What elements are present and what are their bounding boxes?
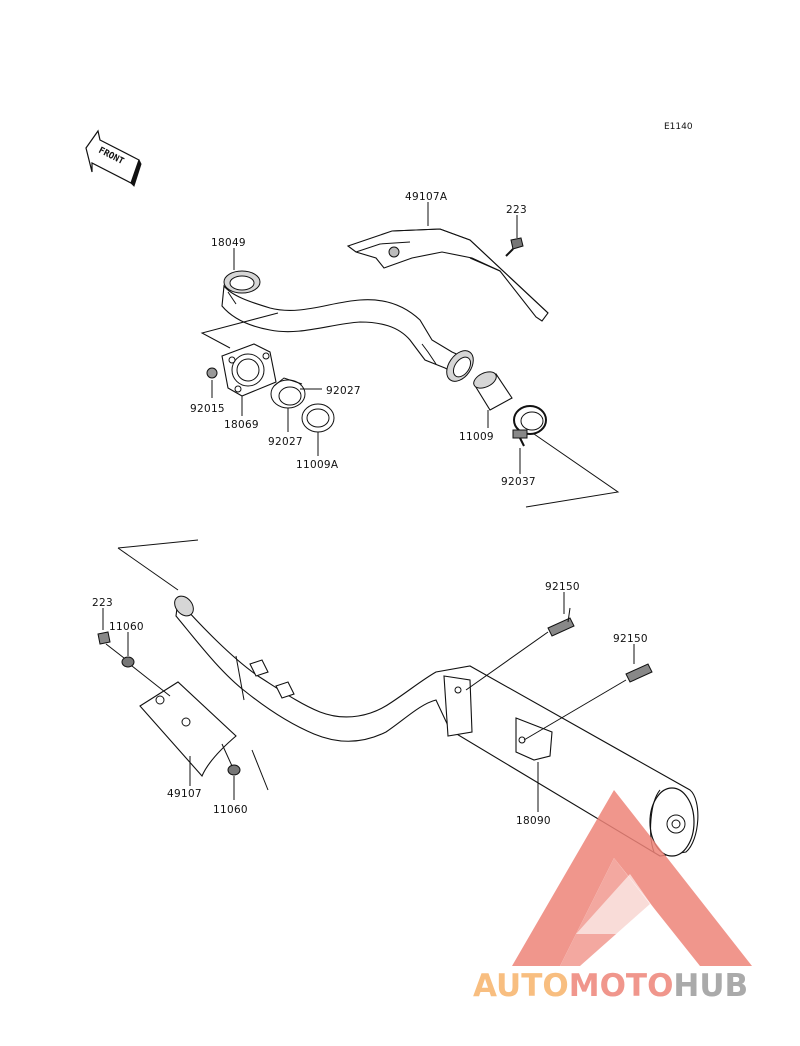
bolt-223-top (505, 237, 524, 257)
part-label-92150-b: 92150 (613, 633, 648, 645)
bolt-223-left (97, 631, 111, 645)
front-arrow-icon: FRONT (85, 129, 142, 187)
watermark-part-3: HUB (673, 968, 748, 1004)
reference-lines-lower (105, 539, 627, 791)
part-label-11009: 11009 (459, 431, 494, 443)
part-label-49107A: 49107A (405, 191, 448, 203)
watermark-part-1: AUTO (473, 968, 569, 1004)
part-label-92027-right: 92027 (326, 385, 361, 397)
part-label-92015: 92015 (190, 403, 225, 415)
part-label-18090: 18090 (516, 815, 551, 827)
nut-92015 (206, 367, 218, 379)
clamp-92037 (512, 405, 547, 447)
part-labels: 49107A 223 18049 92015 18069 92027 92027… (92, 191, 648, 827)
watermark: AUTOMOTOHUB (473, 790, 752, 1004)
part-label-49107: 49107 (167, 788, 202, 800)
part-label-223-top: 223 (506, 204, 527, 216)
watermark-part-2: MOTO (569, 968, 674, 1004)
part-label-18049: 18049 (211, 237, 246, 249)
part-label-11060-bottom: 11060 (213, 804, 248, 816)
part-label-11009A: 11009A (296, 459, 339, 471)
exhaust-header-pipe (221, 270, 474, 382)
diagram-code: E1140 (664, 122, 693, 132)
reference-lines-upper (200, 312, 620, 508)
part-label-92150-a: 92150 (545, 581, 580, 593)
washer-11060-top (121, 656, 135, 668)
muffler (174, 595, 699, 857)
watermark-text: AUTOMOTOHUB (473, 968, 748, 1004)
part-label-92027-bottom: 92027 (268, 436, 303, 448)
part-label-223-left: 223 (92, 597, 113, 609)
gasket-11009 (473, 371, 513, 411)
heat-guard-upper (346, 228, 549, 322)
watermark-logo-icon (512, 790, 752, 966)
exhaust-flange (221, 343, 277, 397)
part-label-92037: 92037 (501, 476, 536, 488)
leader-lines-lower (102, 592, 635, 812)
gasket-11009A (301, 403, 335, 433)
bolt-92150-a (547, 607, 575, 637)
gasket-92027 (270, 377, 306, 409)
heat-guard-lower (139, 681, 237, 778)
bolt-92150-b (625, 663, 653, 683)
part-label-11060-top: 11060 (109, 621, 144, 633)
part-label-18069: 18069 (224, 419, 259, 431)
leader-lines-upper (211, 202, 521, 474)
washer-11060-bottom (227, 764, 241, 776)
